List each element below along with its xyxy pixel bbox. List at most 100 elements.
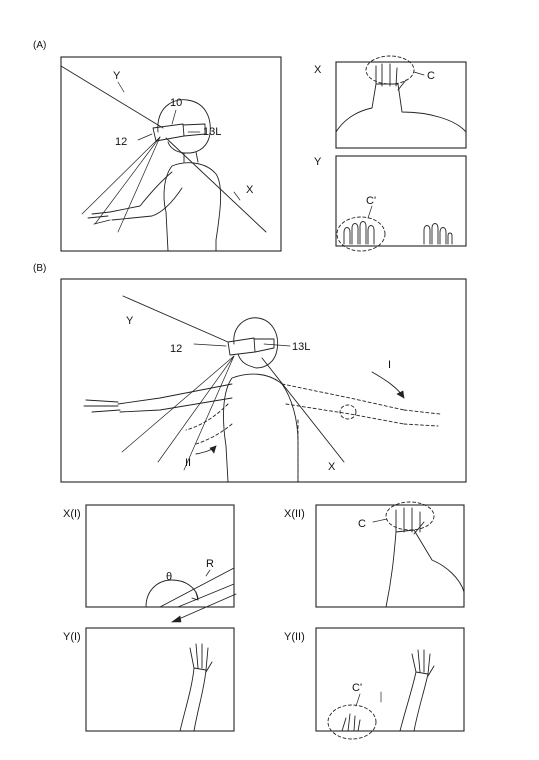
arm-outline bbox=[385, 529, 465, 608]
view-y1-frame bbox=[85, 627, 235, 732]
arm-left-outline bbox=[117, 383, 233, 413]
pose-2-arrowhead bbox=[209, 445, 217, 454]
leader-r bbox=[205, 569, 211, 577]
view-x1-frame bbox=[85, 504, 235, 608]
pose-2-label: II bbox=[185, 457, 191, 469]
pose-1-label: I bbox=[388, 359, 391, 371]
direction-arrow bbox=[171, 593, 237, 623]
ray-x-label: X bbox=[246, 184, 254, 196]
sensor-label: 13L bbox=[203, 126, 221, 138]
hmd-label: 10 bbox=[170, 97, 182, 109]
view-y1-label: Y(I) bbox=[63, 631, 81, 643]
part-b-heading: (B) bbox=[33, 263, 46, 274]
angle-label: θ bbox=[166, 571, 172, 583]
part-b-person-frame bbox=[60, 278, 467, 483]
region-c-prime-outline bbox=[336, 216, 386, 252]
pose-1-arrowhead bbox=[396, 390, 405, 399]
view-y2-frame bbox=[315, 627, 465, 732]
angle-arc bbox=[145, 579, 199, 608]
part-b-view-x1-panel: X(I) R θ bbox=[63, 504, 237, 623]
ray-x-line bbox=[261, 357, 345, 463]
part-b-view-x2-panel: X(II) C bbox=[284, 501, 465, 608]
fov-line-2 bbox=[117, 136, 161, 233]
ray-y-label: Y bbox=[126, 315, 134, 327]
ray-x-label: X bbox=[328, 461, 336, 473]
part-a-heading: (A) bbox=[33, 40, 46, 51]
view-y-label: Y bbox=[314, 156, 322, 168]
arm-edge-outline bbox=[159, 567, 235, 608]
fov-line-1 bbox=[94, 136, 161, 225]
fov-line-1 bbox=[121, 355, 235, 453]
region-c-label: C bbox=[427, 70, 435, 82]
hand-fingers bbox=[395, 507, 425, 535]
camera-label: 12 bbox=[115, 136, 127, 148]
sensor-label: 13L bbox=[292, 341, 310, 353]
view-x-frame bbox=[335, 61, 467, 149]
view-x1-label: X(I) bbox=[63, 508, 81, 520]
arm-outline bbox=[335, 83, 467, 133]
arm-outline bbox=[109, 171, 183, 221]
head-outline bbox=[233, 317, 279, 369]
ray-y-line bbox=[122, 295, 229, 343]
hmd-strap bbox=[182, 123, 206, 137]
leader-10 bbox=[171, 109, 177, 125]
leader-y bbox=[117, 81, 125, 93]
leader-13l bbox=[263, 343, 291, 347]
region-c-prime-label: C' bbox=[352, 682, 362, 694]
region-c-outline bbox=[365, 55, 415, 85]
radius-label: R bbox=[206, 558, 214, 570]
region-c-prime-outline bbox=[327, 704, 377, 740]
direction-arrowhead bbox=[171, 615, 182, 623]
fingers-left bbox=[343, 221, 375, 245]
elbow-pose-1 bbox=[339, 404, 357, 420]
leader-12 bbox=[193, 343, 227, 347]
ray-x-line bbox=[165, 137, 267, 233]
view-x2-label: X(II) bbox=[284, 508, 305, 520]
part-b-view-y2-panel: Y(II) C' bbox=[284, 627, 465, 740]
view-x-label: X bbox=[314, 64, 322, 76]
hands bbox=[87, 211, 111, 225]
view-y2-label: Y(II) bbox=[284, 631, 305, 643]
fov-line-2 bbox=[157, 355, 235, 463]
leader-12 bbox=[137, 133, 153, 141]
arm-outline bbox=[399, 671, 429, 732]
part-b-person-panel: Y 12 13L I II X bbox=[60, 278, 467, 483]
hand-fingers bbox=[189, 643, 213, 673]
arm-outline bbox=[179, 667, 207, 732]
leader-c bbox=[413, 71, 425, 76]
fingers-right bbox=[423, 223, 453, 245]
ray-y-line bbox=[60, 65, 164, 129]
leader-c-prime bbox=[367, 205, 373, 219]
hand-left bbox=[83, 399, 121, 413]
ray-y-label: Y bbox=[113, 70, 121, 82]
leader-c-prime bbox=[355, 693, 361, 707]
neck bbox=[183, 151, 199, 163]
leader-c bbox=[372, 518, 388, 523]
part-b-view-y1-panel: Y(I) bbox=[63, 627, 235, 732]
hand-fingers bbox=[411, 649, 435, 677]
camera-label: 12 bbox=[170, 343, 182, 355]
fov-line-3 bbox=[183, 355, 235, 471]
head-outline bbox=[157, 99, 211, 154]
fingers-partial bbox=[341, 713, 361, 732]
arm-pose-1-dashed bbox=[281, 383, 441, 427]
view-y-frame bbox=[335, 155, 467, 247]
part-a-view-y-panel: Y C' bbox=[314, 155, 467, 252]
view-x2-frame bbox=[315, 504, 465, 608]
part-a-person-frame bbox=[60, 56, 282, 252]
region-c-prime-label: C' bbox=[366, 195, 376, 207]
torso-outline bbox=[163, 162, 222, 252]
fov-line-3 bbox=[81, 136, 161, 215]
part-a-person-panel: Y 10 12 13L X bbox=[60, 56, 282, 252]
torso-outline bbox=[223, 373, 299, 483]
part-a-view-x-panel: X C bbox=[314, 55, 467, 149]
angle-arc-tip bbox=[191, 591, 199, 601]
region-c-label: C bbox=[358, 518, 366, 530]
arm-pose-2-dashed bbox=[185, 403, 233, 445]
region-c-outline bbox=[385, 501, 435, 531]
hand-fingers bbox=[375, 63, 407, 91]
hmd-goggles bbox=[227, 337, 256, 356]
hmd-strap bbox=[253, 338, 275, 353]
leader-x bbox=[233, 191, 241, 201]
